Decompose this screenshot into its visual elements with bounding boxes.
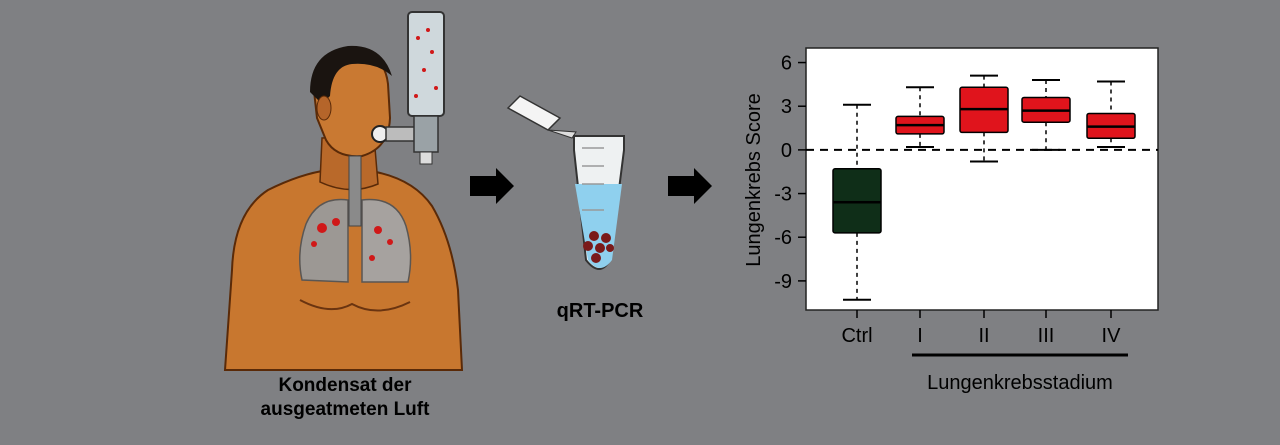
box-iv bbox=[1086, 80, 1136, 148]
x-tick-label: I bbox=[917, 325, 923, 347]
y-tick-label: -9 bbox=[774, 271, 792, 293]
y-tick-label: 3 bbox=[781, 96, 792, 118]
y-axis-label: Lungenkrebs Score bbox=[743, 93, 765, 266]
y-tick-label: 6 bbox=[781, 53, 792, 75]
x-tick-label: Ctrl bbox=[841, 325, 872, 347]
person-caption: Kondensat der ausgeatmeten Luft bbox=[225, 374, 465, 422]
box-iqr bbox=[832, 168, 882, 234]
x-axis-label: Lungenkrebsstadium bbox=[927, 372, 1113, 394]
arrow-right-icon bbox=[470, 168, 514, 204]
box-i bbox=[895, 86, 945, 148]
box-iii bbox=[1021, 79, 1071, 151]
x-tick-label: IV bbox=[1102, 325, 1122, 347]
y-tick-label: -3 bbox=[774, 184, 792, 206]
x-tick-label: III bbox=[1038, 325, 1055, 347]
pcr-label: qRT-PCR bbox=[556, 300, 644, 322]
person-with-breath-collector-icon bbox=[223, 11, 464, 371]
pcr-tube-icon bbox=[506, 95, 625, 270]
box-ii bbox=[959, 74, 1009, 163]
x-tick-label: II bbox=[978, 325, 989, 347]
box-ctrl bbox=[832, 103, 882, 301]
y-tick-label: 0 bbox=[781, 140, 792, 162]
person-caption-line2: ausgeatmeten Luft bbox=[260, 399, 430, 420]
y-tick-label: -6 bbox=[774, 227, 792, 249]
person-caption-line1: Kondensat der bbox=[278, 375, 412, 396]
arrow-right-icon bbox=[668, 168, 712, 204]
